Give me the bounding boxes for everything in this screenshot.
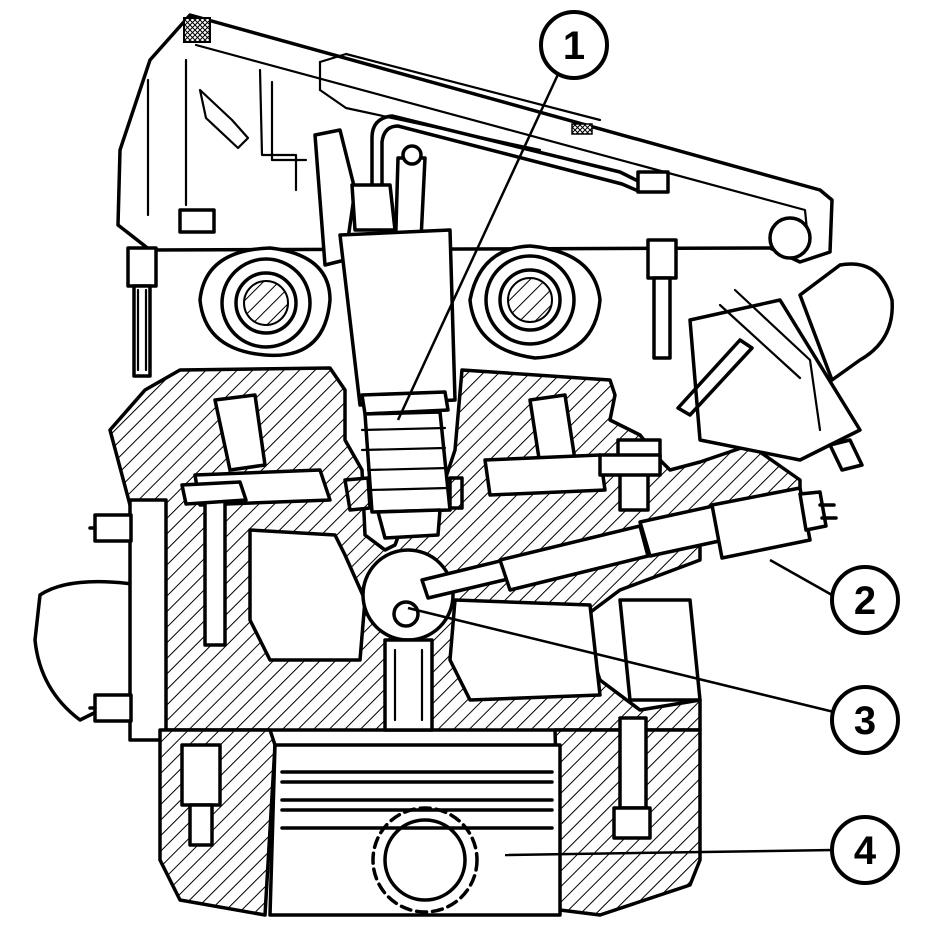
left-manifold xyxy=(33,498,168,742)
camshaft-left xyxy=(198,246,332,358)
piston xyxy=(268,743,562,917)
fuel-pipe xyxy=(318,52,642,192)
leader-4 xyxy=(504,848,835,857)
valve-cover xyxy=(116,13,834,264)
callout-2: 2 xyxy=(830,565,900,635)
callout-4: 4 xyxy=(830,815,900,885)
right-fitting xyxy=(676,216,894,472)
callout-1: 1 xyxy=(539,10,609,80)
callout-3: 3 xyxy=(830,685,900,755)
leader-lines xyxy=(396,69,835,857)
glow-plug xyxy=(420,486,838,600)
swirl-chamber xyxy=(361,548,455,732)
callout-4-label: 4 xyxy=(854,829,877,873)
leader-2 xyxy=(769,558,833,597)
leader-3 xyxy=(407,606,835,714)
cylinder-block xyxy=(158,716,702,917)
callout-1-label: 1 xyxy=(563,24,585,68)
valve-stems xyxy=(180,453,662,647)
camshaft-right xyxy=(468,244,602,360)
callout-2-label: 2 xyxy=(854,579,876,623)
leader-1 xyxy=(396,69,562,421)
callout-3-label: 3 xyxy=(854,699,876,743)
head-bolt-left xyxy=(126,208,216,378)
